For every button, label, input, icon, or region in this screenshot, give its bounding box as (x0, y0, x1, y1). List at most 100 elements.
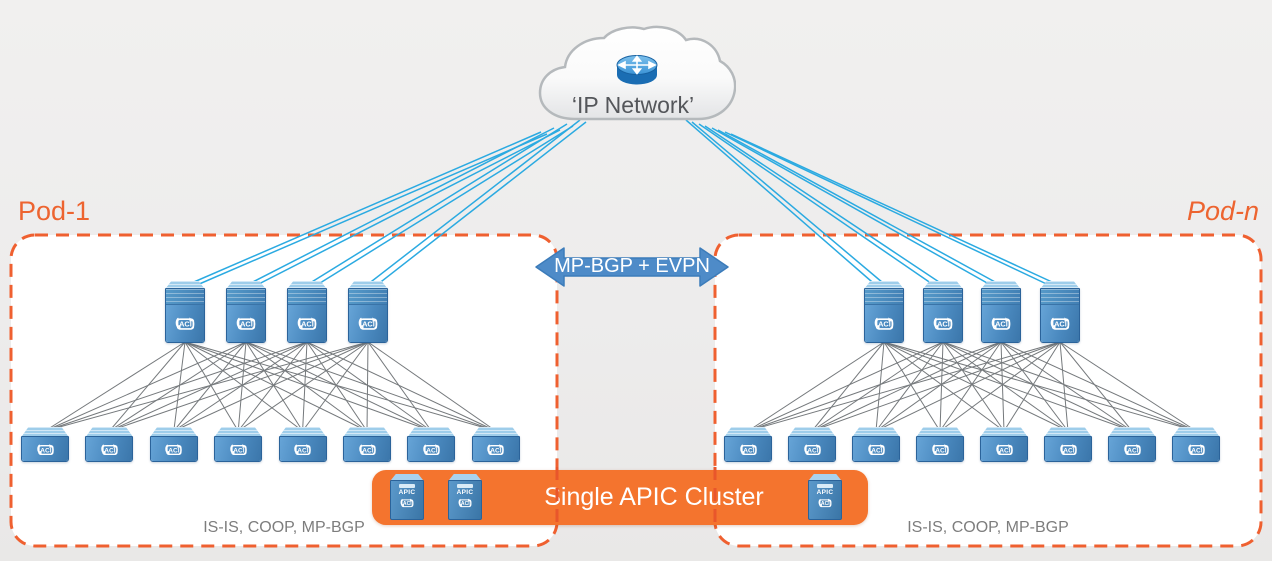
svg-text:ACI: ACI (233, 447, 244, 454)
fabric-link-line (184, 341, 239, 432)
cloud-link-line (730, 133, 1066, 289)
controller-drive-slot (457, 484, 473, 488)
fabric-link-line (109, 341, 369, 432)
leaf-switch: ACI (85, 427, 134, 462)
fabric-link-line (245, 341, 432, 432)
switch-chassis: ACI (916, 436, 964, 462)
controller-drive-slot (817, 484, 833, 488)
svg-text:ACI: ACI (821, 501, 830, 507)
fabric-link-line (811, 341, 885, 432)
switch-chassis: ACI (724, 436, 772, 462)
switch-front-face: ACI (227, 305, 265, 342)
svg-text:ACI: ACI (297, 447, 308, 454)
aci-badge-icon: ACI (101, 443, 118, 455)
fabric-link-line (942, 341, 1005, 432)
aci-badge-icon: ACI (991, 317, 1011, 330)
fabric-link-line (875, 341, 1061, 432)
aci-badge-icon: ACI (818, 498, 832, 508)
apic-cluster-banner: Single APIC Cluster APIC ACI APIC (372, 470, 868, 525)
switch-vent (288, 289, 326, 305)
fabric-link-line (1059, 341, 1069, 432)
switch-front-face: ACI (86, 437, 133, 461)
spine-switch: ACI (864, 281, 904, 343)
aci-badge-icon: ACI (297, 317, 317, 330)
switch-front-face: ACI (1041, 305, 1079, 342)
switch-chassis: ACI (864, 288, 904, 343)
switch-vent (166, 289, 204, 305)
switch-front-face: ACI (917, 437, 963, 461)
switch-front-face: ACI (408, 437, 455, 461)
fabric-link-line (184, 341, 368, 432)
aci-badge-icon: ACI (1123, 443, 1141, 455)
fabric-link-line (367, 341, 432, 432)
switch-top-face (789, 427, 835, 436)
svg-text:ACI: ACI (426, 447, 437, 454)
fabric-link-line (811, 341, 1002, 432)
switch-front-face: ACI (865, 305, 903, 342)
switch-chassis: ACI (1172, 436, 1220, 462)
switch-top-face (917, 427, 963, 436)
fabric-link-line (306, 341, 497, 432)
svg-text:ACI: ACI (1127, 447, 1138, 454)
fabric-link-line (44, 341, 186, 432)
controller-label: APIC (816, 489, 834, 496)
aci-badge-icon: ACI (487, 443, 505, 455)
aci-badge-icon: ACI (358, 317, 378, 330)
ip-network-cloud: ‘IP Network’ (530, 22, 736, 134)
switch-front-face: ACI (1045, 437, 1091, 461)
switch-top-face (344, 427, 390, 436)
cloud-link-line (698, 123, 939, 289)
leaf-switch: ACI (471, 427, 520, 462)
leaf-switch: ACI (852, 427, 900, 462)
spine-switch: ACI (287, 281, 327, 343)
fabric-link-line (306, 341, 368, 432)
fabric-link-line (883, 341, 1069, 432)
interpod-link-arrow: MP-BGP + EVPN (534, 245, 730, 289)
aci-badge-icon: ACI (1050, 317, 1070, 330)
switch-front-face: ACI (349, 305, 387, 342)
switch-chassis: ACI (1044, 436, 1092, 462)
switch-chassis: ACI (85, 436, 134, 462)
switch-chassis: ACI (471, 436, 520, 462)
fabric-link-line (44, 341, 308, 432)
svg-text:ACI: ACI (1191, 447, 1202, 454)
fabric-link-line (883, 341, 941, 432)
fabric-link-line (875, 341, 944, 432)
switch-top-face (1045, 427, 1091, 436)
fabric-link-line (747, 341, 885, 432)
fabric-link-line (237, 341, 247, 432)
svg-text:ACI: ACI (362, 447, 373, 454)
cloud-link-line (179, 131, 542, 289)
fabric-link-line (875, 341, 885, 432)
cloud-link-line (240, 127, 555, 289)
router-icon (616, 55, 658, 85)
spine-switch: ACI (226, 281, 266, 343)
apic-cluster-label: Single APIC Cluster (544, 483, 764, 511)
fabric-link-line (875, 341, 1002, 432)
fabric-link-line (173, 341, 247, 432)
cloud-link-line (711, 127, 997, 289)
switch-top-face (22, 427, 68, 436)
leaf-switch: ACI (21, 427, 69, 462)
fabric-link-line (173, 341, 308, 432)
switch-chassis: ACI (214, 436, 263, 462)
switch-top-face (349, 281, 387, 288)
aci-badge-icon: ACI (458, 498, 472, 508)
switch-top-face (982, 281, 1020, 288)
aci-badge-icon: ACI (423, 443, 440, 455)
svg-text:ACI: ACI (935, 447, 946, 454)
fabric-link-line (184, 341, 303, 432)
cloud-label: ‘IP Network’ (571, 92, 695, 118)
fabric-link-line (939, 341, 1061, 432)
aci-badge-icon: ACI (995, 443, 1013, 455)
switch-vent (227, 289, 265, 305)
leaf-switch: ACI (980, 427, 1028, 462)
leaf-switch: ACI (724, 427, 772, 462)
switch-top-face (981, 427, 1027, 436)
switch-chassis: ACI (852, 436, 900, 462)
cloud-link-line (189, 133, 548, 289)
switch-top-face (227, 281, 265, 288)
controller-front-face: APIC ACI (448, 480, 482, 520)
switch-front-face: ACI (215, 437, 262, 461)
switch-chassis: ACI (21, 436, 69, 462)
